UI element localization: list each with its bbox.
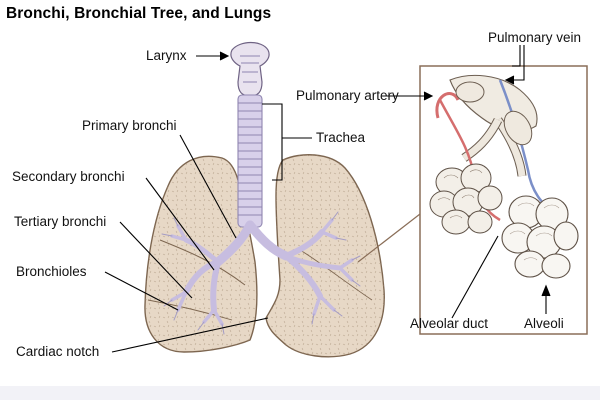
label-pulmonary-artery: Pulmonary artery bbox=[296, 88, 399, 103]
label-bronchioles: Bronchioles bbox=[16, 264, 87, 279]
label-alveolar-duct: Alveolar duct bbox=[410, 316, 489, 331]
label-larynx: Larynx bbox=[146, 48, 187, 63]
bottom-band bbox=[0, 386, 600, 400]
label-alveoli: Alveoli bbox=[524, 316, 564, 331]
alveoli-inset bbox=[429, 74, 579, 279]
diagram-title: Bronchi, Bronchial Tree, and Lungs bbox=[6, 5, 272, 22]
trachea-structure bbox=[237, 94, 263, 228]
inset-connector bbox=[357, 213, 421, 263]
label-cardiac-notch: Cardiac notch bbox=[16, 344, 100, 359]
label-trachea: Trachea bbox=[316, 130, 366, 145]
leader-lines bbox=[104, 45, 551, 353]
label-primary-bronchi: Primary bronchi bbox=[82, 118, 177, 133]
bronchial-tree bbox=[170, 218, 354, 326]
larynx-structure bbox=[230, 41, 270, 97]
label-tertiary-bronchi: Tertiary bronchi bbox=[14, 214, 107, 229]
label-pulmonary-vein: Pulmonary vein bbox=[488, 30, 582, 45]
label-secondary-bronchi: Secondary bronchi bbox=[12, 169, 125, 184]
